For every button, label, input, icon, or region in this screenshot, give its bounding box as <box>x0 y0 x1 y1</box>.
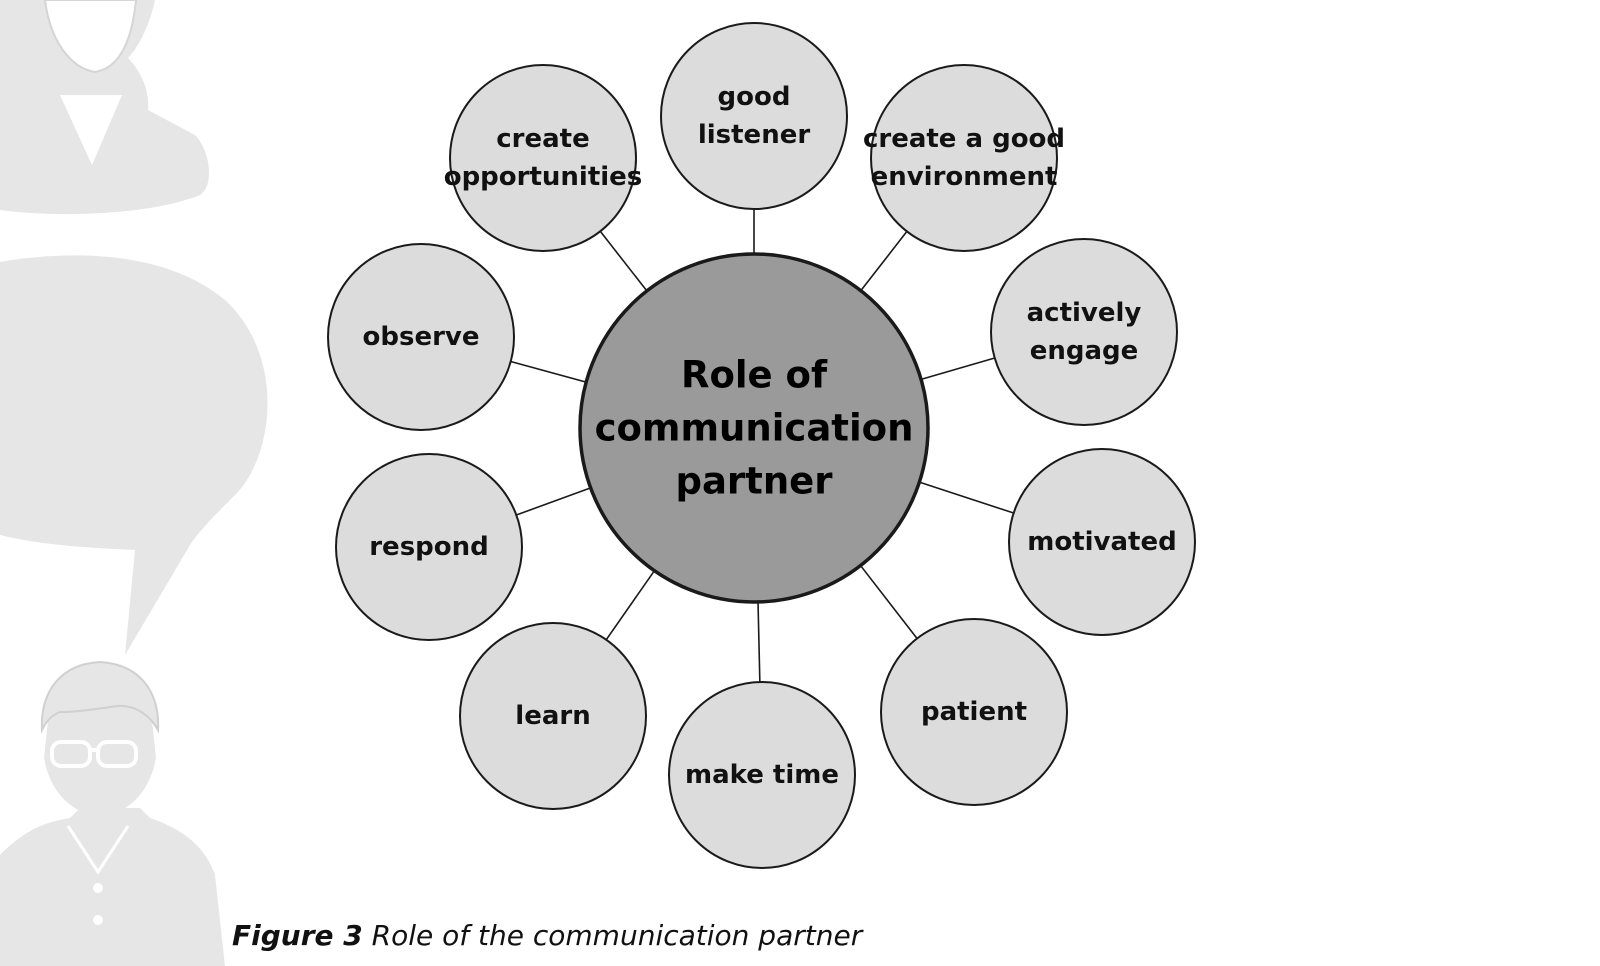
node-label-motivated-line-1: motivated <box>1027 527 1176 557</box>
figure-caption: Figure 3 Role of the communication partn… <box>232 919 862 952</box>
node-create-opportunities: create opportunities <box>444 64 643 252</box>
node-circle-learn <box>459 622 647 810</box>
node-patient: patient <box>880 618 1068 806</box>
connector-create-opportunities <box>599 230 648 292</box>
connector-patient <box>859 565 918 639</box>
node-good-listener: good listener <box>660 22 848 210</box>
node-label-actively-engage-line-1: actively <box>1027 298 1142 328</box>
node-label-create-a-good-environment-line-2: environment <box>871 162 1058 192</box>
connector-make-time <box>757 601 761 683</box>
node-learn: learn <box>459 622 647 810</box>
node-actively-engage: actively engage <box>990 238 1178 426</box>
node-label-learn-line-1: learn <box>515 701 590 731</box>
center-label-line-1: Role of <box>681 354 828 397</box>
woman-silhouette-icon <box>0 0 210 215</box>
node-create-a-good-environment: create a good environment <box>863 64 1065 252</box>
connector-lines <box>510 209 1014 683</box>
node-circle-create-opportunities <box>449 64 637 252</box>
node-label-create-opportunities-line-2: opportunities <box>444 162 643 192</box>
node-circle-respond <box>335 453 523 641</box>
connector-motivated <box>919 481 1014 514</box>
node-circle-make-time <box>668 681 856 869</box>
node-label-respond-line-1: respond <box>369 532 489 562</box>
node-label-create-a-good-environment-line-1: create a good <box>863 124 1065 154</box>
center-circle <box>578 252 930 604</box>
node-label-create-opportunities-line-1: create <box>496 124 589 154</box>
node-circle-observe <box>327 243 515 431</box>
node-label-patient-line-1: patient <box>921 697 1027 727</box>
node-label-good-listener-line-1: good <box>718 82 791 112</box>
node-label-make-time-line-1: make time <box>685 760 839 790</box>
man-with-glasses-icon <box>0 660 225 966</box>
node-circle-good-listener <box>660 22 848 210</box>
figure-label: Figure 3 <box>232 919 363 952</box>
figure-caption-text: Role of the communication partner <box>371 919 863 952</box>
node-motivated: motivated <box>1008 448 1196 636</box>
connector-observe <box>510 360 587 383</box>
node-observe: observe <box>327 243 515 431</box>
node-label-good-listener-line-2: listener <box>698 120 811 150</box>
connector-actively-engage <box>920 357 995 381</box>
center-node: Role of communication partner <box>578 252 930 604</box>
node-label-actively-engage-line-2: engage <box>1030 336 1139 366</box>
node-make-time: make time <box>668 681 856 869</box>
speech-bubble-icon <box>0 255 268 656</box>
center-label-line-3: partner <box>675 460 833 503</box>
node-respond: respond <box>335 453 523 641</box>
node-circle-create-a-good-environment <box>870 64 1058 252</box>
node-circle-patient <box>880 618 1068 806</box>
satellite-nodes: good listener create a good environment acti… <box>327 22 1196 869</box>
node-circle-actively-engage <box>990 238 1178 426</box>
connector-respond <box>516 487 591 516</box>
center-label-line-2: communication <box>595 407 914 450</box>
node-circle-motivated <box>1008 448 1196 636</box>
connector-create-a-good-environment <box>860 230 908 292</box>
connector-learn <box>605 570 656 641</box>
node-label-observe-line-1: observe <box>363 322 480 352</box>
